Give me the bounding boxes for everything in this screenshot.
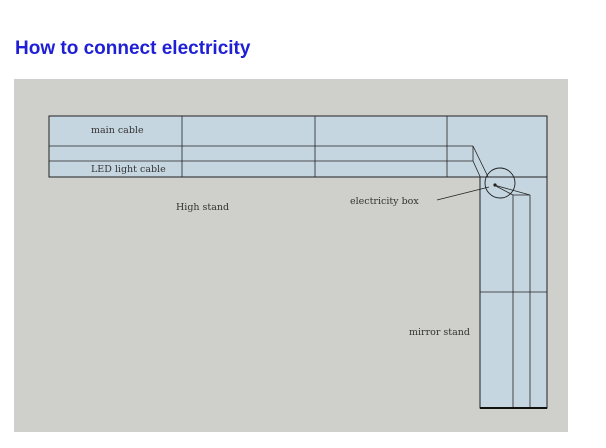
main-cable-label: main cable: [91, 125, 144, 136]
high-stand-shape: [48, 115, 548, 178]
page-title: How to connect electricity: [15, 38, 251, 59]
mirror-stand-shape: [479, 176, 548, 409]
mirror-stand-label: mirror stand: [409, 327, 470, 338]
electricity-box-label: electricity box: [350, 196, 419, 207]
electricity-box-leader: [436, 186, 490, 201]
electricity-box-icon: [484, 167, 516, 199]
led-light-cable-label: LED light cable: [91, 164, 166, 175]
high-stand-label: High stand: [176, 202, 229, 213]
diagram-panel: main cable LED light cable High stand el…: [14, 79, 568, 432]
connection-diagram: main cable LED light cable High stand el…: [48, 115, 548, 409]
